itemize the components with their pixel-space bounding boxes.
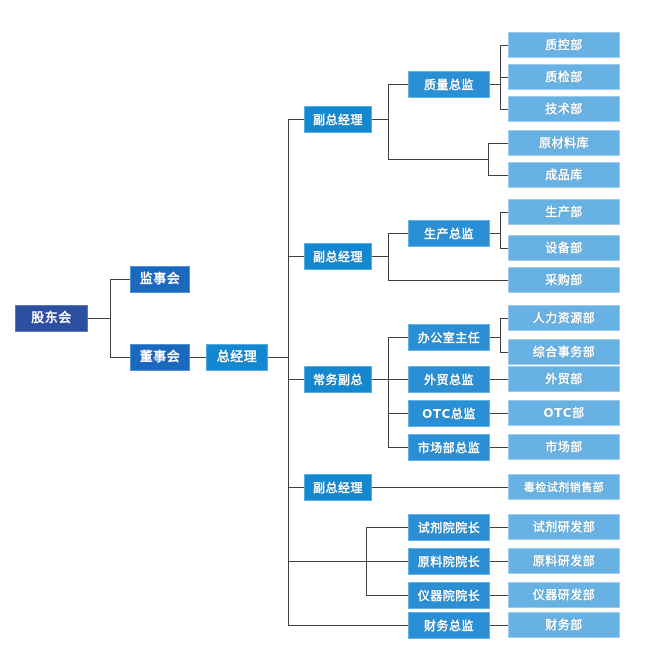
connector-warehouse-finished <box>488 175 508 176</box>
node-dir-office[interactable]: 办公室主任 <box>408 324 490 351</box>
connector-dirp-split <box>500 212 501 248</box>
connector-evp-split <box>388 337 389 447</box>
connector-dirq-qa <box>500 77 508 78</box>
node-dept-foreign-trade[interactable]: 外贸部 <box>508 366 620 392</box>
node-dept-qc[interactable]: 质控部 <box>508 32 620 58</box>
connector-warehouse-raw <box>488 143 508 144</box>
node-dean-material[interactable]: 原料院院长 <box>408 548 490 575</box>
connector-spine-research <box>288 561 366 562</box>
connector-instrument-dept <box>490 595 508 596</box>
node-dir-production[interactable]: 生产总监 <box>408 220 490 247</box>
node-dept-raw-warehouse[interactable]: 原材料库 <box>508 130 620 156</box>
connector-vpp-to-dir-production <box>388 233 408 234</box>
main-spine <box>288 119 289 625</box>
node-dept-general-affairs[interactable]: 综合事务部 <box>508 339 620 365</box>
node-dir-otc[interactable]: OTC总监 <box>408 400 490 427</box>
connector-dirp-equipment <box>500 248 508 249</box>
connector-evp-otc <box>388 413 408 414</box>
connector-office-out <box>490 337 500 338</box>
connector-reagent-dept <box>490 527 508 528</box>
connector-marketing-dept <box>490 447 508 448</box>
node-dept-finished-warehouse[interactable]: 成品库 <box>508 162 620 188</box>
connector-root-out <box>88 318 110 319</box>
connector-vpt-to-dept <box>372 487 508 488</box>
connector-vpq-to-dir-quality <box>388 84 408 85</box>
node-dept-marketing[interactable]: 市场部 <box>508 434 620 460</box>
connector-spine-executive-vp <box>288 379 304 380</box>
connector-otc-dept <box>490 413 508 414</box>
connector-root-split <box>110 279 111 358</box>
connector-spine-vp-production <box>288 256 304 257</box>
connector-spine-vp-quality <box>288 119 304 120</box>
connector-vpq-to-warehouse <box>388 159 488 160</box>
connector-office-hr <box>500 318 508 319</box>
node-dept-equipment[interactable]: 设备部 <box>508 235 620 261</box>
node-dept-material-rd[interactable]: 原料研发部 <box>508 548 620 574</box>
connector-material-dept <box>490 561 508 562</box>
node-dept-otc[interactable]: OTC部 <box>508 400 620 426</box>
node-general-manager[interactable]: 总经理 <box>206 344 268 371</box>
connector-vpq-out <box>372 119 388 120</box>
node-dept-tox-reagent-sales[interactable]: 毒检试剂销售部 <box>508 474 620 500</box>
connector-spine-finance <box>288 625 408 626</box>
connector-dirq-out <box>490 84 500 85</box>
connector-finance-dept <box>490 625 508 626</box>
node-vp-quality[interactable]: 副总经理 <box>304 106 372 133</box>
connector-evp-marketing <box>388 447 408 448</box>
connector-spine-vp-toxicology <box>288 487 304 488</box>
connector-research-material <box>366 561 408 562</box>
connector-evp-office <box>388 337 408 338</box>
connector-to-board <box>110 357 130 358</box>
connector-board-to-gm <box>190 357 206 358</box>
node-dir-foreign-trade[interactable]: 外贸总监 <box>408 366 490 393</box>
node-supervisory-board[interactable]: 监事会 <box>130 266 190 293</box>
connector-gm-to-spine <box>268 357 288 358</box>
node-dept-tech[interactable]: 技术部 <box>508 96 620 122</box>
connector-office-split <box>500 318 501 352</box>
connector-vpp-out <box>372 256 388 257</box>
connector-trade-dept <box>490 379 508 380</box>
node-dept-purchasing[interactable]: 采购部 <box>508 267 620 293</box>
connector-office-affairs <box>500 352 508 353</box>
node-vp-toxicology[interactable]: 副总经理 <box>304 474 372 501</box>
node-dept-hr[interactable]: 人力资源部 <box>508 305 620 331</box>
connector-dirq-tech <box>500 109 508 110</box>
connector-warehouse-split <box>488 143 489 175</box>
node-board-of-directors[interactable]: 董事会 <box>130 344 190 371</box>
node-shareholders[interactable]: 股东会 <box>15 305 88 332</box>
node-dept-qa[interactable]: 质检部 <box>508 64 620 90</box>
connector-research-instrument <box>366 595 408 596</box>
connector-vpp-split <box>388 233 389 280</box>
connector-research-reagent <box>366 527 408 528</box>
connector-dirp-out <box>490 233 500 234</box>
node-vp-production[interactable]: 副总经理 <box>304 243 372 270</box>
connector-dirp-production <box>500 212 508 213</box>
connector-vpp-to-purchasing <box>388 280 508 281</box>
node-dir-quality[interactable]: 质量总监 <box>408 71 490 98</box>
node-executive-vp[interactable]: 常务副总 <box>304 366 372 393</box>
node-dept-finance[interactable]: 财务部 <box>508 612 620 638</box>
connector-dirq-qc <box>500 45 508 46</box>
node-dir-marketing[interactable]: 市场部总监 <box>408 434 490 461</box>
node-dept-reagent-rd[interactable]: 试剂研发部 <box>508 514 620 540</box>
node-dept-instrument-rd[interactable]: 仪器研发部 <box>508 582 620 608</box>
connector-evp-trade <box>388 379 408 380</box>
node-dean-reagent[interactable]: 试剂院院长 <box>408 514 490 541</box>
connector-to-supervisory <box>110 279 130 280</box>
node-dept-production[interactable]: 生产部 <box>508 199 620 225</box>
connector-vpq-split <box>388 84 389 159</box>
node-dir-finance[interactable]: 财务总监 <box>408 612 490 639</box>
connector-evp-out <box>372 379 388 380</box>
node-dean-instrument[interactable]: 仪器院院长 <box>408 582 490 609</box>
